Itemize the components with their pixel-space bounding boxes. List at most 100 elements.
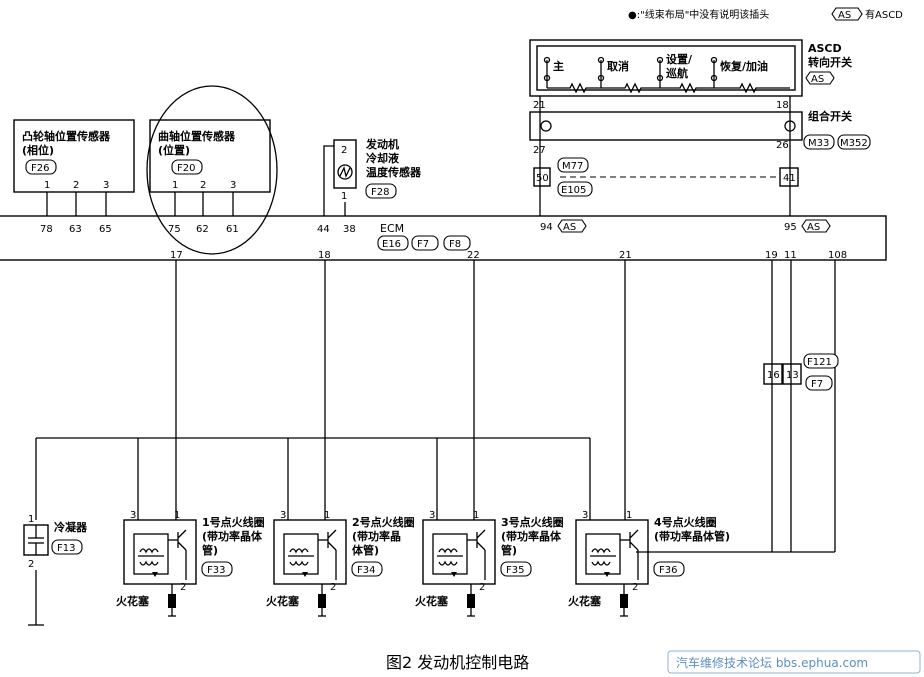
- ascd-title-2: 转向开关: [808, 55, 852, 69]
- ecm-pin-61: 61: [226, 224, 239, 235]
- diode-icon: [451, 572, 457, 577]
- switch-label-cruise: 巡航: [666, 66, 688, 80]
- coolant-pin-1: 1: [341, 191, 347, 202]
- connector-m33: M33: [803, 134, 835, 150]
- coil-winding-box: [585, 533, 621, 575]
- connector-m352: M352: [837, 134, 871, 150]
- pin-18-ascd: 18: [776, 100, 789, 111]
- coil-winding-box: [133, 533, 169, 575]
- connector-f13: F13: [51, 539, 83, 555]
- coil-pin-3: 3: [582, 510, 588, 521]
- cam-position-sensor: [13, 119, 135, 193]
- svg-text:F26: F26: [31, 163, 49, 174]
- coil-primary-icon: [139, 548, 159, 554]
- coil-secondary-icon: [289, 560, 309, 566]
- ecm-pin-22: 22: [467, 250, 480, 261]
- ecm-pin-78: 78: [40, 224, 53, 235]
- spark-plug-icon: [620, 594, 628, 608]
- svg-text:F7: F7: [417, 239, 429, 250]
- coil-subtitle: (带功率晶体管): [654, 529, 730, 543]
- coil-subtitle-2: 管): [501, 543, 517, 557]
- coil-title: 1号点火线圈: [202, 515, 265, 529]
- svg-text:F28: F28: [371, 187, 389, 198]
- coolant-title-2: 冷却液: [366, 151, 400, 165]
- crank-position-sensor: [149, 119, 271, 193]
- crank-pin-2: 2: [200, 180, 206, 191]
- svg-text:AS: AS: [811, 74, 824, 85]
- crank-pin-3: 3: [230, 180, 236, 191]
- spark-plug-label: 火花塞: [415, 594, 449, 608]
- figure-caption: 图2 发动机控制电路: [386, 653, 529, 672]
- ecm-pin-94: 94: [540, 222, 553, 233]
- spark-plug-label: 火花塞: [568, 594, 602, 608]
- crank-pin-1: 1: [172, 180, 178, 191]
- crank-sensor-subtitle: (位置): [158, 143, 190, 157]
- pin-27: 27: [533, 145, 546, 156]
- ecm-pin-18: 18: [318, 250, 331, 261]
- ecm-pin-62: 62: [196, 224, 209, 235]
- watermark: 汽车维修技术论坛 bbs.ephua.com: [667, 650, 921, 674]
- ecm-pin-11: 11: [784, 250, 797, 261]
- cam-sensor-subtitle: (相位): [22, 143, 54, 157]
- svg-text:汽车维修技术论坛 bbs.ephua.com: 汽车维修技术论坛 bbs.ephua.com: [676, 655, 868, 670]
- coil-primary-icon: [591, 548, 611, 554]
- ecm-pin-95: 95: [784, 222, 797, 233]
- svg-text:F7: F7: [811, 379, 823, 390]
- coil-pin-2: 2: [632, 582, 638, 593]
- svg-text:M33: M33: [808, 138, 829, 149]
- cam-pin-2: 2: [73, 180, 79, 191]
- ascd-switch: 主 取消 设置/ 巡航 恢复/加油: [529, 39, 803, 97]
- coil-subtitle-2: 体管): [352, 543, 379, 557]
- coil-connector-tag: F36: [653, 561, 685, 577]
- coil-pin-3: 3: [280, 510, 286, 521]
- combination-switch: [529, 111, 803, 141]
- ecm-pin-17: 17: [170, 250, 183, 261]
- condenser-pin-1: 1: [28, 514, 34, 525]
- ascd-title-1: ASCD: [808, 42, 842, 55]
- cam-pin-3: 3: [103, 180, 109, 191]
- connector-f20: F20: [171, 159, 203, 175]
- svg-text:M352: M352: [840, 138, 868, 149]
- coil-connector-tag: F34: [351, 561, 383, 577]
- coil-secondary-icon: [438, 560, 458, 566]
- coolant-temp-sensor: [333, 139, 357, 189]
- svg-text:AS: AS: [563, 222, 576, 233]
- coil-pin-1: 1: [473, 510, 479, 521]
- ecm-label: ECM: [380, 222, 404, 235]
- coil-pin-2: 2: [330, 582, 336, 593]
- ecm-pin-65: 65: [99, 224, 112, 235]
- coil-connector-tag: F35: [500, 561, 532, 577]
- ecm-pin-63: 63: [69, 224, 82, 235]
- switch-contacts: [543, 56, 790, 94]
- pin-21-ascd: 21: [533, 100, 546, 111]
- diode-icon: [152, 572, 158, 577]
- svg-text:F121: F121: [807, 357, 832, 368]
- coil-secondary-icon: [591, 560, 611, 566]
- svg-text:M77: M77: [562, 161, 583, 172]
- svg-text:F20: F20: [177, 163, 195, 174]
- joint-pin-16: 16: [767, 370, 780, 381]
- combination-switch-label: 组合开关: [808, 109, 852, 123]
- coil-pin-2: 2: [479, 582, 485, 593]
- coil-pin-1: 1: [174, 510, 180, 521]
- highlight-circle: [146, 85, 278, 255]
- spark-plug-icon: [318, 594, 326, 608]
- ecm-as-tag-94: AS: [557, 219, 587, 233]
- crank-sensor-title: 曲轴位置传感器: [158, 129, 236, 143]
- connector-f121: F121: [803, 353, 839, 369]
- connector-f7-joint: F7: [805, 375, 833, 391]
- svg-text:AS: AS: [807, 222, 820, 233]
- coil-primary-icon: [438, 548, 458, 554]
- joint-pin-13-box: [782, 363, 802, 385]
- thermistor-icon: [337, 164, 353, 180]
- ecm-pin-38: 38: [343, 224, 356, 235]
- connector-m77: M77: [557, 157, 589, 173]
- coil-subtitle: (带功率晶体: [501, 529, 562, 543]
- cam-sensor-title: 凸轮轴位置传感器: [22, 129, 111, 143]
- coil-connector-tag: F33: [201, 561, 233, 577]
- switch-label-resume: 恢复/加油: [720, 59, 768, 73]
- joint-pin-41: 41: [783, 173, 796, 184]
